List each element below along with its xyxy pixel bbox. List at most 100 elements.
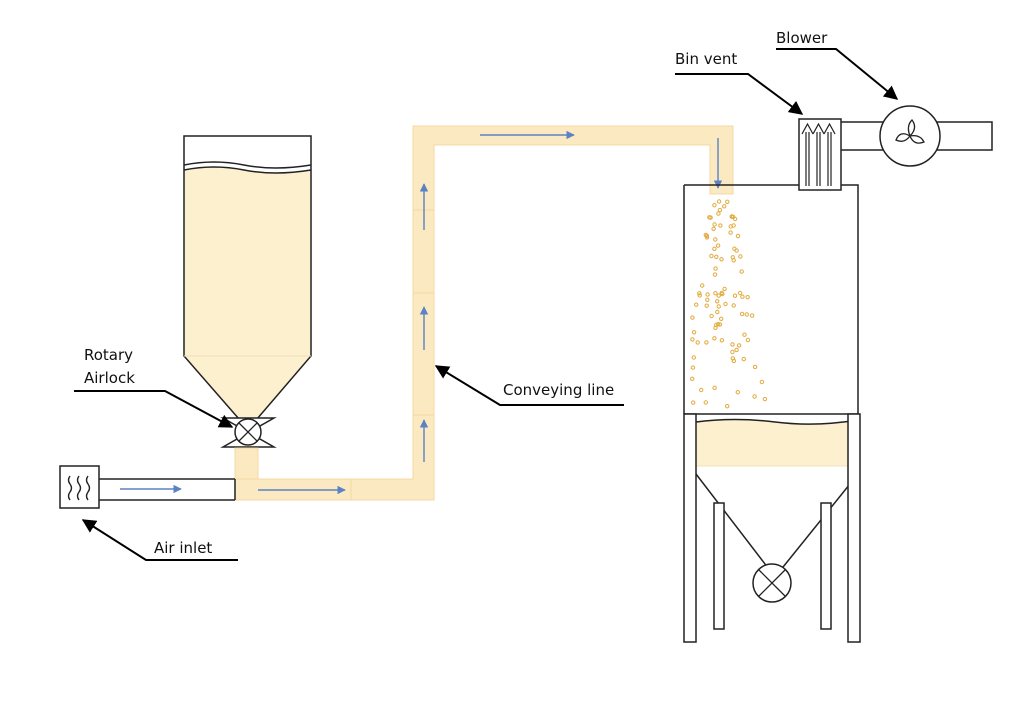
bin-valve-cross-b — [758, 569, 786, 597]
particle — [716, 211, 721, 216]
bin-leg-outer-left — [683, 413, 697, 643]
air-inlet-filter-box — [59, 465, 100, 509]
particle — [704, 340, 709, 345]
particle — [719, 290, 724, 296]
particle — [691, 400, 696, 405]
particle — [713, 266, 718, 271]
label-air-inlet: Air inlet — [154, 539, 212, 557]
particle — [703, 232, 708, 238]
particle — [715, 309, 720, 315]
particle — [752, 364, 758, 370]
particle — [744, 312, 749, 317]
particle — [725, 404, 730, 409]
particle — [699, 387, 704, 393]
particle — [690, 376, 695, 381]
particle — [722, 286, 727, 292]
bin-leg-inner-right — [820, 502, 832, 630]
particle — [705, 297, 710, 302]
particle — [700, 283, 705, 288]
particle — [752, 394, 757, 399]
particle — [714, 254, 719, 259]
particle — [730, 356, 735, 361]
receiving-bin — [683, 184, 861, 643]
particle — [712, 222, 717, 227]
particle — [703, 400, 708, 405]
particle — [716, 293, 721, 298]
airlock-drop-pipe — [234, 447, 259, 481]
bin-product-fill — [696, 419, 858, 466]
particle — [762, 396, 768, 402]
air-inlet — [59, 465, 236, 509]
particle — [712, 203, 717, 208]
leader-lines — [74, 48, 899, 561]
particle — [709, 313, 714, 319]
particle — [718, 223, 723, 228]
particle — [704, 303, 709, 308]
particle — [725, 199, 730, 205]
particle — [735, 390, 740, 395]
particle — [730, 342, 735, 347]
particle — [734, 347, 739, 353]
particle — [715, 243, 721, 248]
particle — [742, 332, 747, 337]
leader-bin-vent — [675, 73, 804, 115]
leader-conveying-line — [434, 365, 624, 406]
particle — [712, 336, 717, 341]
particle — [723, 301, 728, 307]
particle — [737, 290, 743, 296]
particle — [690, 337, 695, 342]
label-bin-vent: Bin vent — [675, 50, 737, 68]
leader-blower — [776, 48, 899, 100]
rotary-airlock — [220, 417, 277, 448]
fan-icon — [895, 119, 925, 144]
air-inlet-wave-icon — [67, 475, 91, 501]
particle — [740, 294, 745, 299]
bin-level-line — [695, 418, 859, 425]
falling-particles — [690, 199, 768, 409]
bin-vent — [798, 118, 842, 191]
airlock-cross-b — [238, 422, 258, 442]
particle — [735, 233, 741, 239]
particle — [709, 253, 714, 259]
label-airlock: Airlock — [84, 369, 135, 387]
particle — [697, 293, 702, 298]
particle — [715, 299, 720, 304]
particle — [731, 223, 736, 228]
particle — [708, 215, 713, 220]
bin-leg-inner-left — [713, 502, 725, 630]
particle — [717, 207, 723, 213]
particle — [691, 355, 696, 360]
source-hopper — [183, 135, 312, 420]
particle — [732, 246, 737, 251]
particle — [730, 255, 735, 260]
particle — [745, 295, 750, 300]
bin-body-outline — [683, 184, 859, 414]
conveying-pipe — [234, 125, 734, 501]
particle — [694, 302, 699, 307]
particle — [690, 365, 696, 370]
particle — [712, 272, 718, 277]
particle — [719, 257, 724, 262]
hopper-level-line-upper — [183, 161, 312, 169]
particle — [732, 216, 738, 222]
particle — [690, 315, 695, 320]
leader-air-inlet — [81, 519, 238, 561]
label-rotary: Rotary — [84, 346, 133, 364]
particle — [741, 356, 746, 362]
particle — [695, 340, 700, 345]
air-inlet-pipe — [99, 478, 236, 501]
hopper-level-line-lower — [183, 166, 312, 174]
particle — [717, 322, 723, 327]
particle — [719, 316, 724, 321]
particle — [739, 311, 745, 317]
bin-leg-outer-right — [847, 413, 861, 643]
leader-rotary-airlock — [74, 390, 234, 428]
particle — [705, 292, 710, 297]
particle — [728, 230, 733, 235]
particle — [716, 322, 721, 327]
particle — [697, 291, 702, 296]
particle — [716, 199, 722, 204]
particle — [719, 338, 725, 343]
labels: Rotary Airlock Conveying line Air inlet … — [84, 29, 828, 557]
